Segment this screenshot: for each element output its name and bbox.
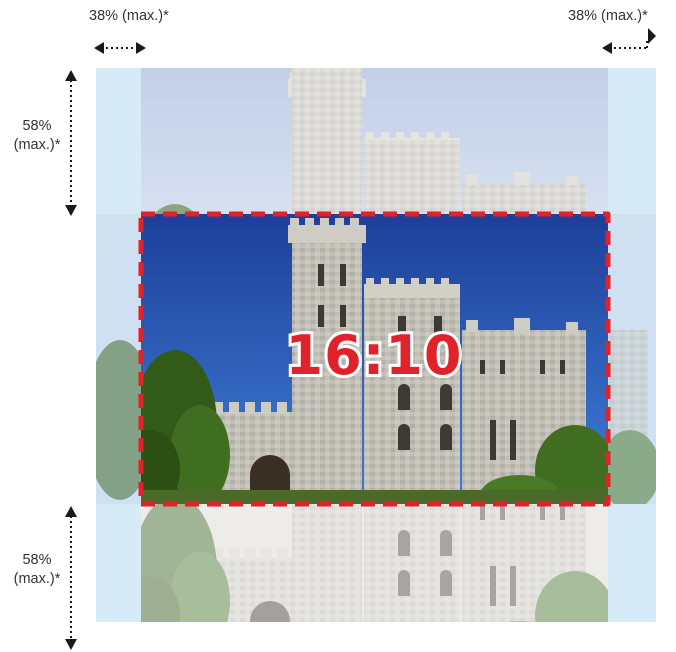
lower-height-arrow <box>65 506 77 650</box>
right-width-note: 38% (max.)* <box>568 8 648 24</box>
left-width-note: 38% (max.)* <box>89 8 169 24</box>
top-extension-image <box>141 68 608 214</box>
right-width-arrow <box>602 28 656 54</box>
main-16-10-image <box>141 214 608 504</box>
upper-height-max: (max.)* <box>13 137 61 153</box>
lower-height-note: 58% (max.)* <box>2 551 72 589</box>
right-side-extension-image <box>608 214 656 504</box>
left-side-extension-image <box>96 214 141 504</box>
left-width-arrow <box>94 42 146 54</box>
aspect-frame-16-10 <box>138 211 611 507</box>
bottom-extension-image <box>141 504 608 622</box>
upper-height-arrow <box>65 70 77 216</box>
upper-height-note: 58% (max.)* <box>2 117 72 155</box>
upper-height-percent: 58% <box>22 118 52 134</box>
lower-height-max: (max.)* <box>13 571 61 587</box>
ratio-label: 16:10 <box>286 324 463 387</box>
lower-height-percent: 58% <box>22 552 52 568</box>
